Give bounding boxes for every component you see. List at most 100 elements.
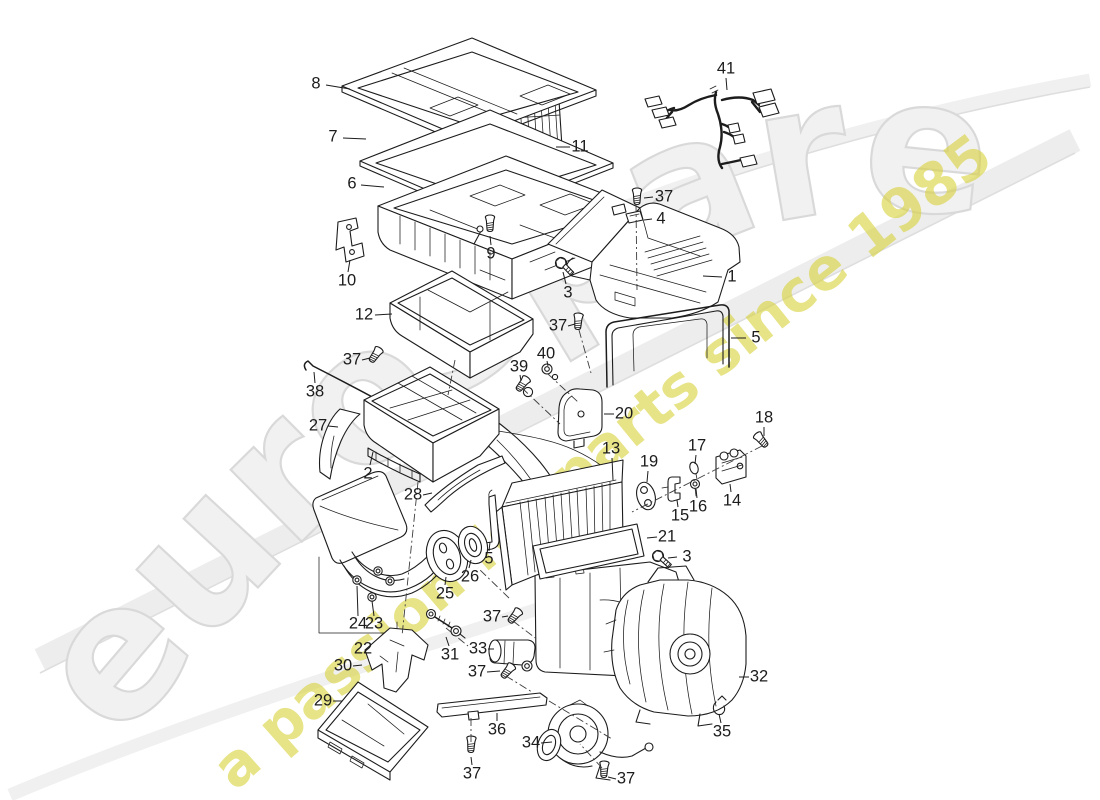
part-14-expansion-valve [715, 448, 747, 485]
part-33-actuator [488, 639, 536, 672]
callout-3: 3 [563, 283, 572, 301]
callout-6: 6 [347, 174, 356, 192]
callout-leader-6 [360, 184, 385, 188]
part-41-wiring-harness [644, 85, 780, 170]
callout-27: 27 [309, 416, 327, 434]
callout-15: 15 [671, 506, 689, 524]
callout-37: 37 [463, 764, 481, 782]
part-39-washer [522, 386, 534, 398]
callout-37: 37 [468, 662, 486, 680]
callout-leader-24 [356, 585, 359, 617]
callout-24: 24 [349, 614, 367, 632]
part-36-rail [436, 692, 548, 721]
callout-leader-41 [725, 77, 728, 91]
callout-10: 10 [338, 271, 356, 289]
callout-3: 3 [682, 547, 691, 565]
callout-22: 22 [354, 639, 372, 657]
callout-leader-30 [352, 664, 363, 667]
part-8-cover-frame [341, 37, 597, 146]
callout-9: 9 [486, 244, 495, 262]
parts-art [303, 37, 780, 781]
part-26-seal-ring [457, 525, 489, 565]
callout-leader-15 [676, 499, 679, 508]
part-13-evaporator [495, 459, 624, 591]
part-5-seal-frame [605, 304, 730, 388]
callout-leader-37 [470, 756, 473, 766]
callout-28: 28 [404, 485, 422, 503]
callout-leader-31 [445, 636, 450, 647]
callout-30: 30 [334, 656, 352, 674]
callout-37: 37 [617, 769, 635, 787]
callout-leader-37 [361, 357, 371, 361]
callout-8: 8 [311, 74, 320, 92]
part-28-trim-blade [424, 455, 506, 513]
callout-leader-26 [468, 559, 472, 569]
part-15-bracket [661, 476, 681, 502]
callout-leader-4 [643, 218, 653, 221]
callout-leader-1 [702, 275, 723, 278]
callout-leader-37 [501, 615, 509, 618]
callout-31: 31 [441, 645, 459, 663]
callout-29: 29 [314, 691, 332, 709]
part-17-clip [689, 461, 699, 480]
part-2-lower-box [363, 366, 500, 483]
part-31-screw [425, 608, 466, 639]
callout-37: 37 [655, 187, 673, 205]
callout-leader-7 [342, 137, 367, 140]
assembly-axes [401, 203, 763, 769]
part-10-bracket [335, 217, 365, 263]
callout-leader-28 [422, 492, 433, 496]
callout-17: 17 [688, 436, 706, 454]
callout-21: 21 [658, 527, 676, 545]
callout-leader-21 [646, 536, 658, 539]
callout-2: 2 [363, 464, 372, 482]
callout-leader-37 [607, 776, 617, 780]
callout-37: 37 [483, 607, 501, 625]
callout-leader-5 [488, 541, 491, 552]
part-37-screw-g [598, 760, 610, 779]
callout-leader-16 [695, 488, 698, 499]
callout-leader-37 [643, 196, 654, 199]
callout-leader-3 [667, 556, 678, 559]
callout-7: 7 [328, 127, 337, 145]
part-32-blower-housing [603, 565, 747, 727]
callout-19: 19 [640, 452, 658, 470]
callout-leader-17 [694, 454, 697, 465]
callout-leader-10 [347, 259, 351, 273]
callout-leader-40 [546, 360, 549, 367]
callout-33: 33 [469, 639, 487, 657]
callout-12: 12 [355, 305, 373, 323]
callout-16: 16 [689, 497, 707, 515]
callout-leader-9 [489, 235, 492, 246]
callout-leader-39 [519, 374, 522, 382]
callout-leader-19 [646, 470, 649, 483]
callout-32: 32 [750, 667, 768, 685]
callout-leader-25 [444, 576, 447, 586]
part-37-screw-a [631, 187, 643, 206]
part-40-nut [541, 363, 559, 381]
callout-leader-35 [718, 713, 722, 724]
part-9-screw [473, 214, 496, 245]
callout-leader-37 [567, 323, 576, 327]
callout-5: 5 [751, 328, 760, 346]
callout-40: 40 [537, 344, 555, 362]
callout-13: 13 [602, 439, 620, 457]
part-20-pad [557, 388, 603, 449]
callout-leader-8 [325, 84, 351, 90]
part-12-duct-box [389, 270, 534, 379]
part-21-filter [532, 523, 645, 580]
callout-25: 25 [436, 584, 454, 602]
callout-leader-13 [611, 457, 614, 481]
callout-leader-14 [729, 483, 732, 493]
part-22-heater-core [312, 470, 448, 634]
callout-leader-12 [374, 313, 393, 316]
callout-35: 35 [713, 722, 731, 740]
part-35-clip [712, 695, 727, 716]
callout-11: 11 [571, 137, 588, 155]
callout-36: 36 [488, 720, 506, 738]
callout-leader-37 [486, 670, 501, 673]
callout-1: 1 [727, 267, 736, 285]
callout-5: 5 [484, 549, 493, 567]
part-16-washer [689, 478, 701, 497]
